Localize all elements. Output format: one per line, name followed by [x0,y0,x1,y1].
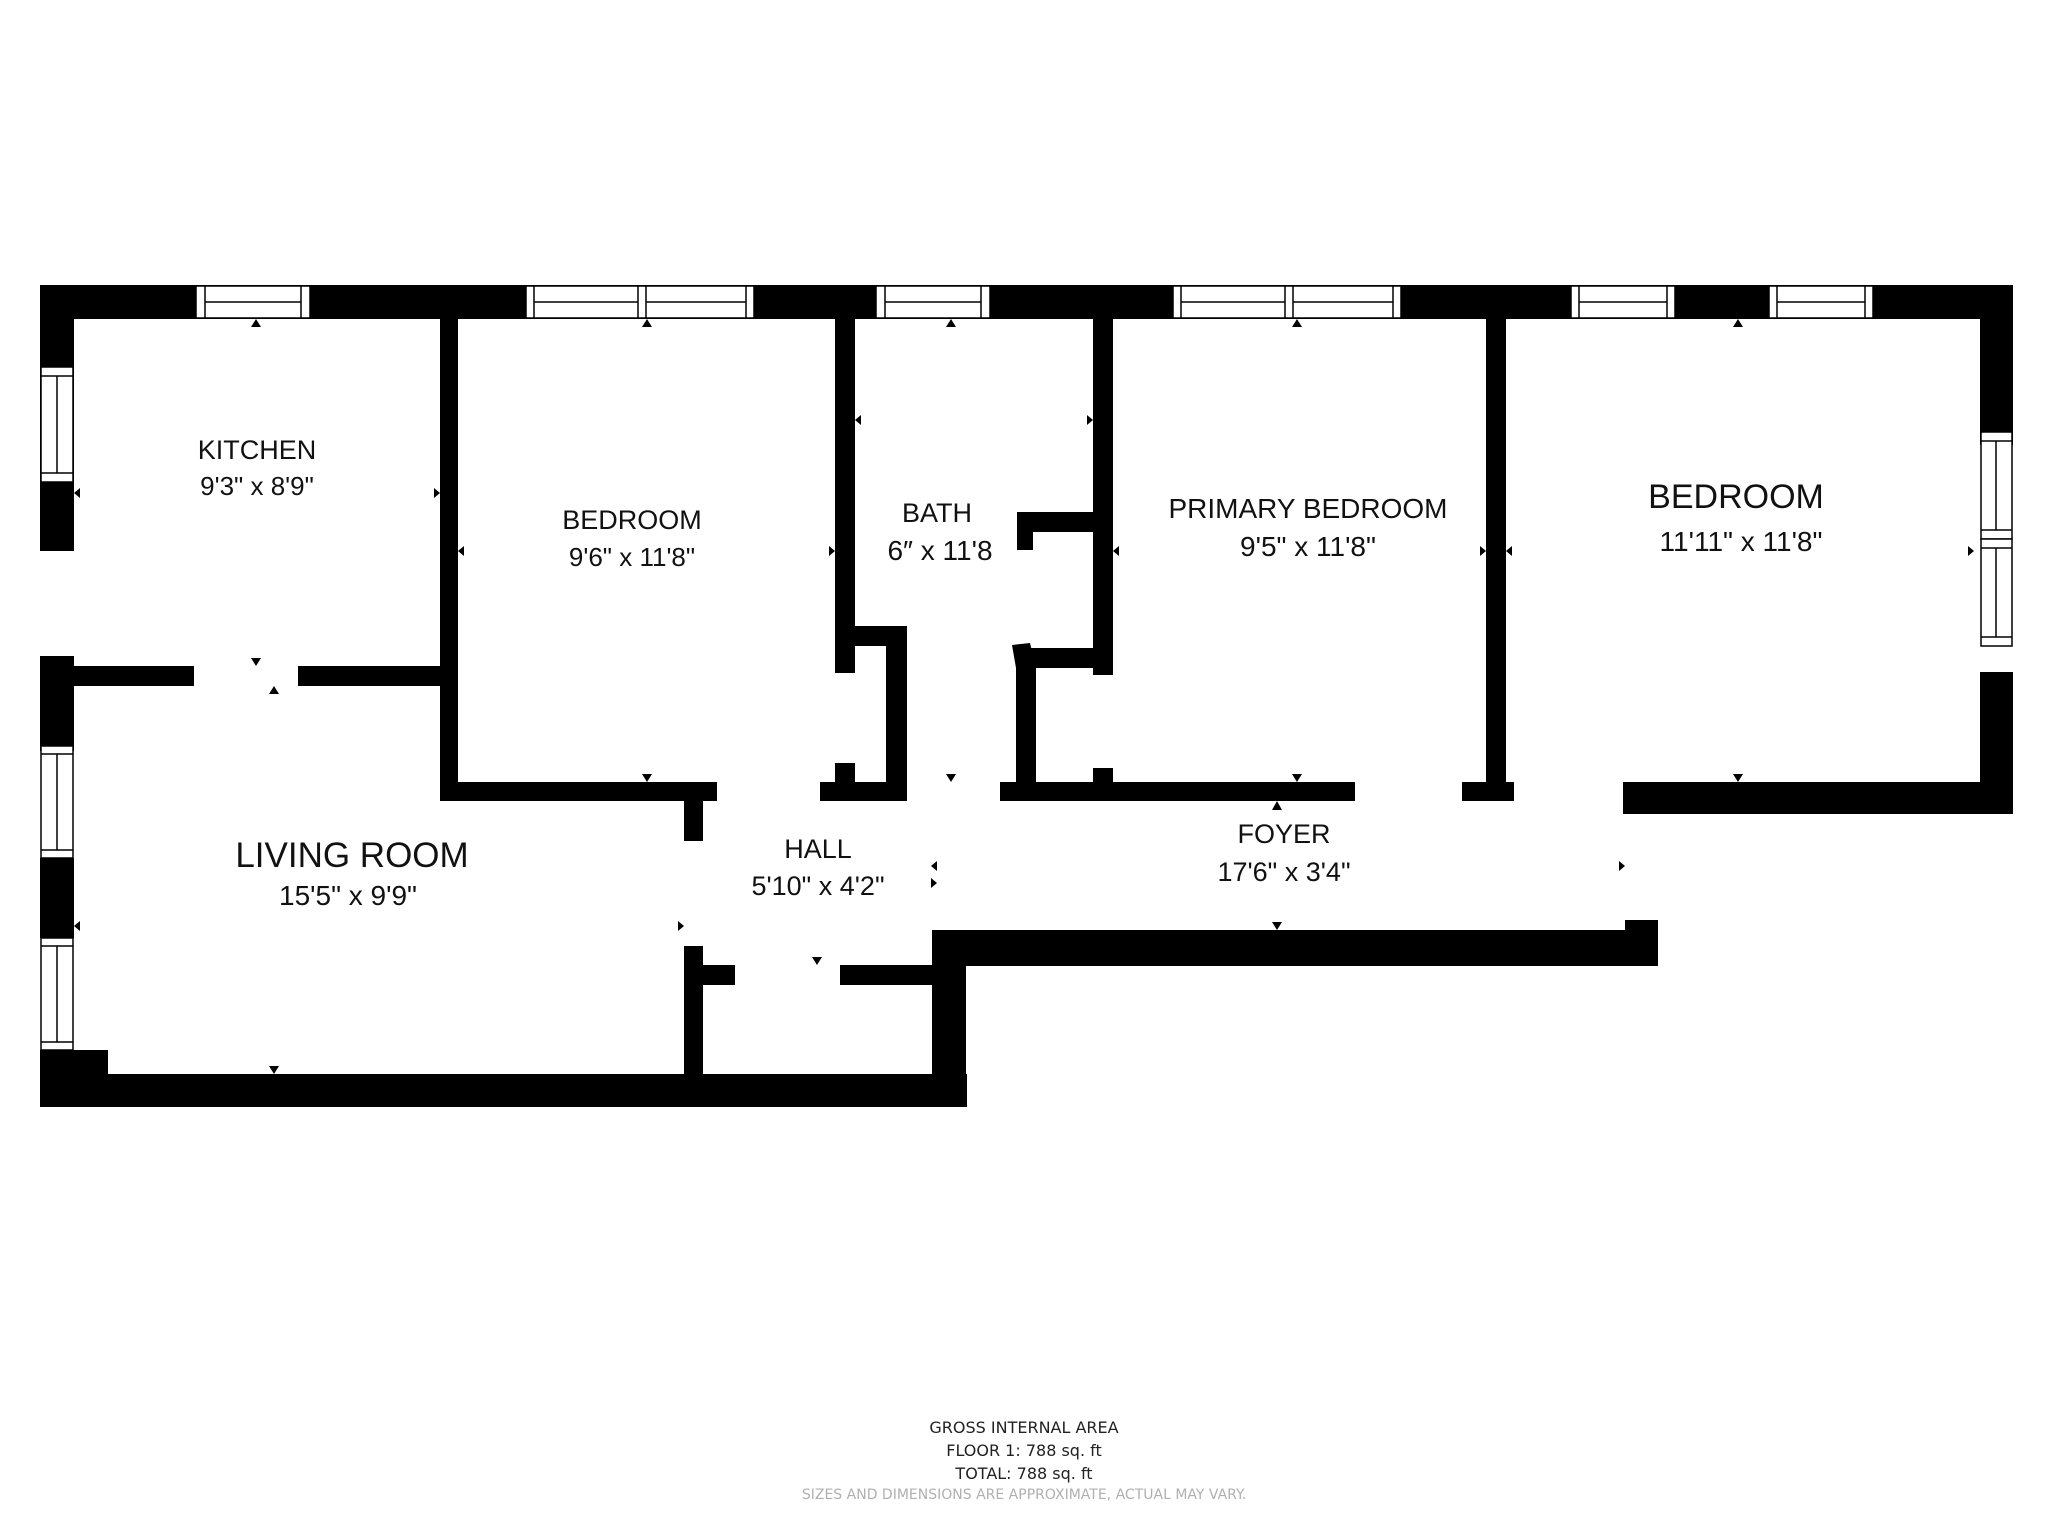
room-dim-bath: 6″ x 11'8 [887,535,992,566]
walls [40,285,2013,1107]
dimension-markers [74,319,1974,1074]
room-dim-kitchen: 9'3" x 8'9" [200,471,314,501]
room-dim-living-room: 15'5" x 9'9" [279,880,417,911]
room-dim-foyer: 17'6" x 3'4" [1217,857,1350,887]
room-labels: KITCHEN 9'3" x 8'9" BEDROOM 9'6" x 11'8"… [198,435,1824,911]
room-name-hall: HALL [784,834,852,864]
room-name-kitchen: KITCHEN [198,435,317,465]
room-name-bedroom-2: BEDROOM [1648,478,1824,516]
gross-internal-area-title: GROSS INTERNAL AREA [929,1418,1119,1437]
room-dim-hall: 5'10" x 4'2" [751,871,884,901]
room-dim-bedroom-2: 11'11" x 11'8" [1660,526,1823,557]
windows [40,285,2013,1051]
room-dim-bedroom-1: 9'6" x 11'8" [569,542,695,572]
room-dim-primary-bedroom: 9'5" x 11'8" [1240,531,1376,562]
total-area: TOTAL: 788 sq. ft [955,1464,1093,1483]
room-name-living-room: LIVING ROOM [235,836,468,875]
floor-1-area: FLOOR 1: 788 sq. ft [946,1441,1102,1460]
disclaimer: SIZES AND DIMENSIONS ARE APPROXIMATE, AC… [801,1487,1247,1503]
room-name-bath: BATH [902,498,972,528]
room-name-foyer: FOYER [1237,819,1330,849]
room-name-bedroom-1: BEDROOM [562,505,702,535]
room-name-primary-bedroom: PRIMARY BEDROOM [1168,493,1447,524]
